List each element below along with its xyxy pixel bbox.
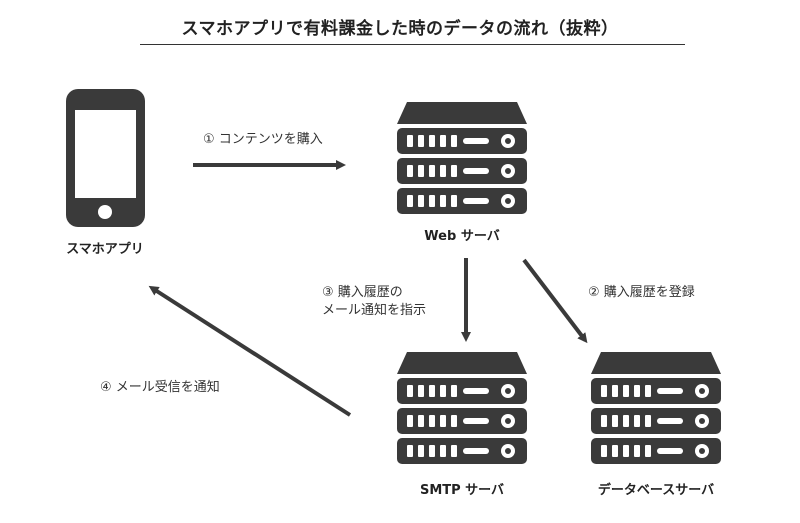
web-server-icon: [397, 102, 527, 214]
title-underline: [140, 44, 685, 45]
edge-label-instruct-line1: ③ 購入履歴の: [322, 285, 403, 300]
diagram-title: スマホアプリで有料課金した時のデータの流れ（抜粋）: [181, 19, 619, 39]
smartphone-icon: [66, 89, 145, 227]
arrow-register: [522, 258, 588, 344]
edge-label-register: ② 購入履歴を登録: [588, 285, 695, 300]
smtp-server-icon: [397, 352, 527, 464]
edge-label-instruct-line2: メール通知を指示: [322, 303, 427, 318]
smtp-server-label: SMTP サーバ: [419, 483, 505, 498]
web-server-label: Web サーバ: [424, 229, 500, 244]
database-server-label: データベースサーバ: [597, 483, 715, 498]
edge-label-purchase: ① コンテンツを購入: [203, 132, 323, 147]
arrow-notify: [148, 285, 352, 417]
phone-label: スマホアプリ: [66, 242, 144, 257]
database-server-icon: [591, 352, 721, 464]
edge-label-notify: ④ メール受信を通知: [100, 380, 220, 395]
